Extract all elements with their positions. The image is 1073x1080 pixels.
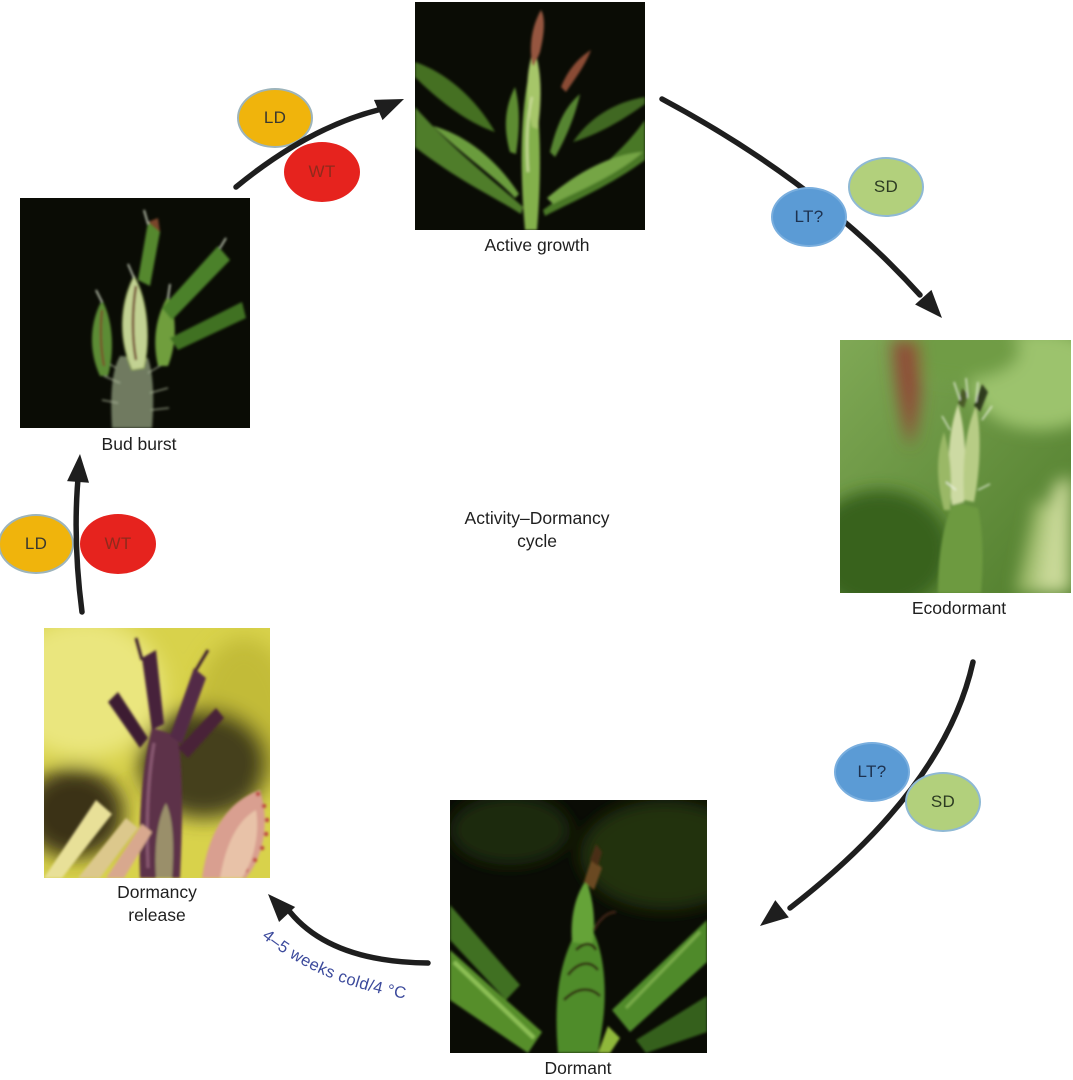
signal-lt-bubble-bottomright: LT? [834, 742, 910, 802]
cycle-title: Activity–Dormancy cycle [465, 507, 610, 553]
arrow-dormant-to-dormancyrelease [268, 894, 431, 966]
cycle-title-line1: Activity–Dormancy [464, 508, 610, 528]
dormant-label: Dormant [544, 1058, 612, 1078]
active-growth-photo [415, 2, 645, 230]
signal-ld-bubble-left: LD [0, 514, 74, 574]
dormancy-release-label-line1: Dormancy [117, 882, 197, 902]
dormancy-release-label-line2: release [128, 905, 186, 925]
dormant-photo-art [450, 795, 750, 1053]
active-growth-photo-art [415, 2, 645, 230]
signal-wt-bubble-top: WT [284, 142, 360, 202]
ecodormant-photo-art [810, 320, 1073, 610]
dormant-photo [450, 795, 750, 1053]
dormancy-release-label: Dormancy release [117, 881, 197, 927]
cycle-title-line2: cycle [517, 531, 557, 551]
signal-wt-bubble-left: WT [80, 514, 156, 574]
ecodormant-photo [810, 320, 1073, 610]
dormancy-release-photo [4, 618, 294, 878]
active-growth-label: Active growth [484, 235, 590, 255]
signal-sd-bubble-bottomright: SD [905, 772, 981, 832]
cold-treatment-annotation: 4–5 weeks cold/4 °C [259, 926, 408, 1002]
signal-ld-bubble-top: LD [237, 88, 313, 148]
signal-sd-bubble-topright: SD [848, 157, 924, 217]
ecodormant-label: Ecodormant [911, 598, 1007, 618]
bud-burst-photo [20, 198, 250, 428]
signal-lt-bubble-topright: LT? [771, 187, 847, 247]
dormancy-release-photo-art [4, 618, 294, 878]
bud-burst-photo-art [20, 198, 250, 428]
bud-burst-label: Bud burst [101, 434, 177, 454]
